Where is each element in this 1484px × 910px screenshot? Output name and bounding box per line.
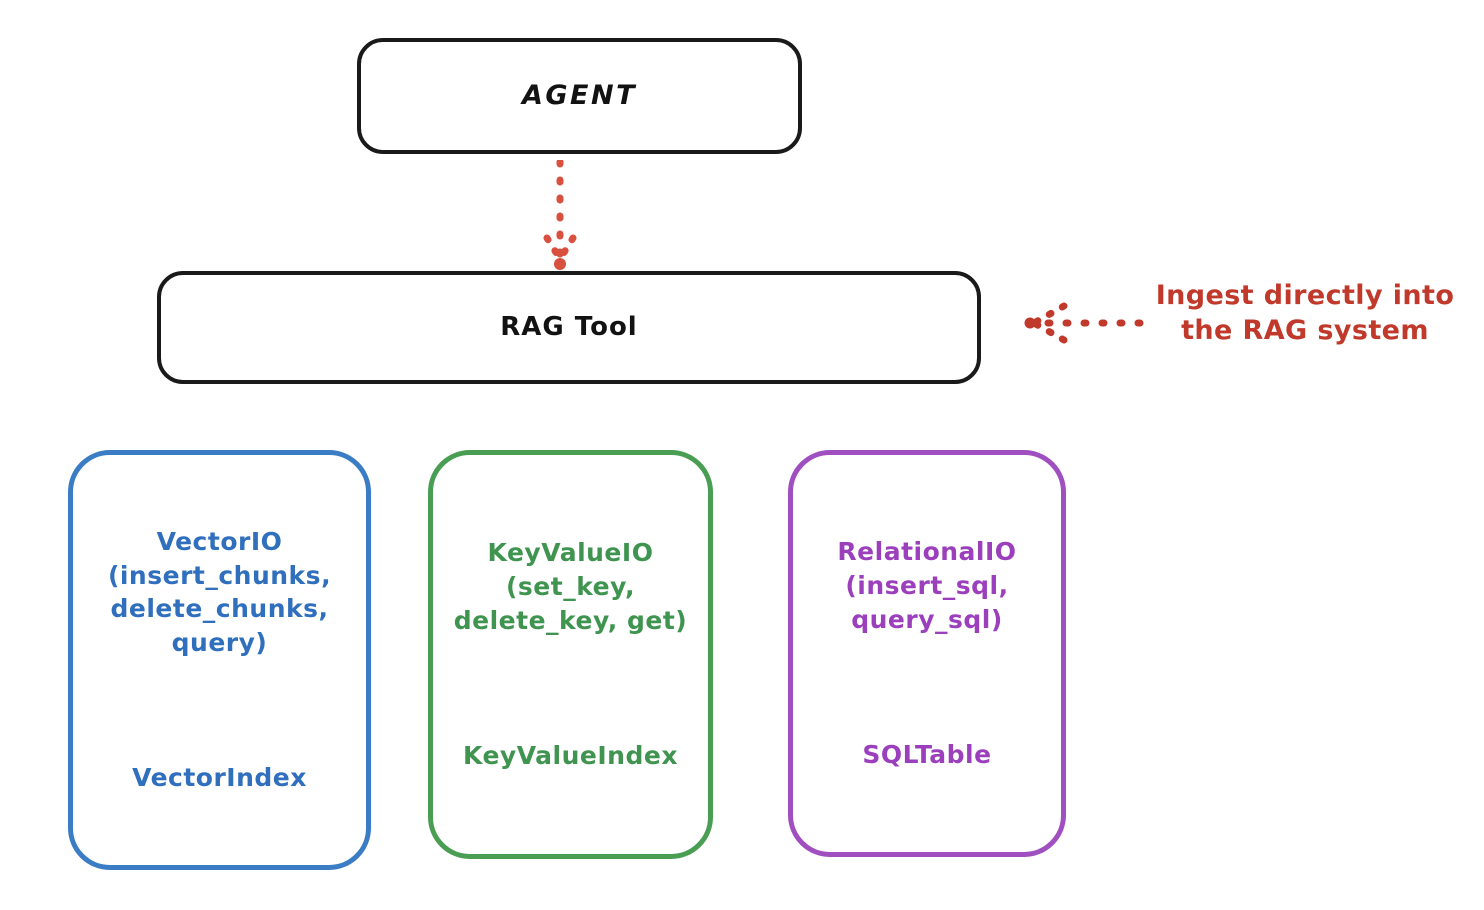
vector-io-label: VectorIO (insert_chunks, delete_chunks, … bbox=[108, 491, 331, 829]
vector-io-api-label: VectorIO (insert_chunks, delete_chunks, … bbox=[107, 526, 332, 658]
vector-io-spacer bbox=[108, 694, 331, 728]
agent-box[interactable]: AGENT bbox=[357, 38, 802, 154]
relational-io-label: RelationalIO (insert_sql, query_sql) SQL… bbox=[837, 502, 1016, 806]
vector-index-label: VectorIndex bbox=[132, 763, 307, 793]
ingest-annotation-text: Ingest directly into the RAG system bbox=[1155, 280, 1455, 347]
sql-table-label: SQLTable bbox=[862, 740, 992, 769]
key-value-index-label: KeyValueIndex bbox=[463, 741, 678, 770]
key-value-io-api-label: KeyValueIO (set_key, delete_key, get) bbox=[453, 538, 688, 635]
key-value-io-box[interactable]: KeyValueIO (set_key, delete_key, get) Ke… bbox=[428, 450, 713, 859]
key-value-io-label: KeyValueIO (set_key, delete_key, get) Ke… bbox=[454, 503, 687, 807]
agent-to-rag-tool-arrow-icon bbox=[543, 160, 577, 270]
ingest-arrow-icon bbox=[1024, 302, 1144, 344]
rag-tool-label: RAG Tool bbox=[500, 311, 638, 342]
vector-io-box[interactable]: VectorIO (insert_chunks, delete_chunks, … bbox=[68, 450, 371, 870]
agent-label: AGENT bbox=[521, 80, 637, 112]
key-value-io-spacer bbox=[454, 671, 687, 705]
relational-io-api-label: RelationalIO (insert_sql, query_sql) bbox=[837, 537, 1017, 634]
rag-tool-box[interactable]: RAG Tool bbox=[157, 271, 981, 384]
relational-io-box[interactable]: RelationalIO (insert_sql, query_sql) SQL… bbox=[788, 450, 1066, 857]
relational-io-spacer bbox=[837, 670, 1016, 704]
